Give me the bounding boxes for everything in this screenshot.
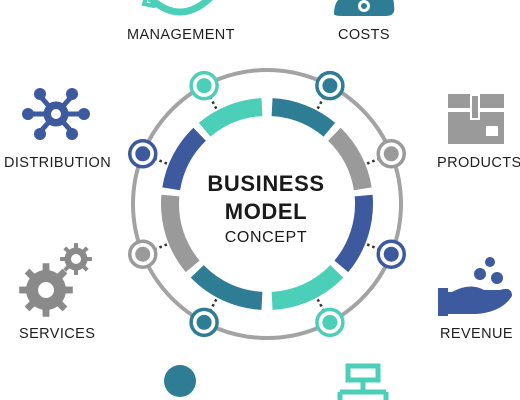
label-products: PRODUCTS: [437, 155, 520, 171]
network-hub-icon: [22, 88, 90, 140]
segment-ring: [160, 98, 374, 310]
gears-icon: [19, 243, 92, 317]
center-subtitle: CONCEPT: [224, 229, 308, 246]
label-costs: COSTS: [338, 27, 390, 43]
cloud-money-icon: [334, 0, 395, 16]
center-title-line2: MODEL: [224, 199, 308, 224]
ring-nodes: [128, 70, 406, 338]
label-distribution: DISTRIBUTION: [4, 155, 112, 171]
ring-segment: [328, 127, 372, 191]
label-management: MANAGEMENT: [127, 27, 235, 43]
ring-node-dot: [322, 314, 338, 330]
ring-segment: [162, 127, 206, 191]
label-revenue: REVENUE: [440, 326, 513, 342]
hand-coins-icon: [438, 257, 512, 316]
label-services: SERVICES: [19, 326, 96, 342]
ring-node-dot: [383, 246, 399, 262]
box-icon: [448, 94, 504, 144]
ring-segment: [271, 98, 336, 137]
ring-node-dot: [135, 246, 151, 262]
ring-node-dot: [383, 146, 399, 162]
cycle-arrows-icon: [141, 0, 213, 16]
ring-node-dot: [135, 146, 151, 162]
ring-segment: [334, 194, 374, 273]
outer-ring: [131, 68, 403, 340]
org-chart-icon: [337, 363, 389, 400]
ring-node-dot: [322, 78, 338, 94]
person-icon: [164, 365, 196, 397]
ring-node-dot: [196, 314, 212, 330]
ring-segment: [190, 265, 263, 310]
ring-segment: [160, 194, 200, 273]
ring-segment: [271, 265, 344, 310]
center-title-line1: BUSINESS: [207, 171, 325, 196]
ring-node-dot: [196, 78, 212, 94]
ring-segment: [198, 98, 263, 137]
